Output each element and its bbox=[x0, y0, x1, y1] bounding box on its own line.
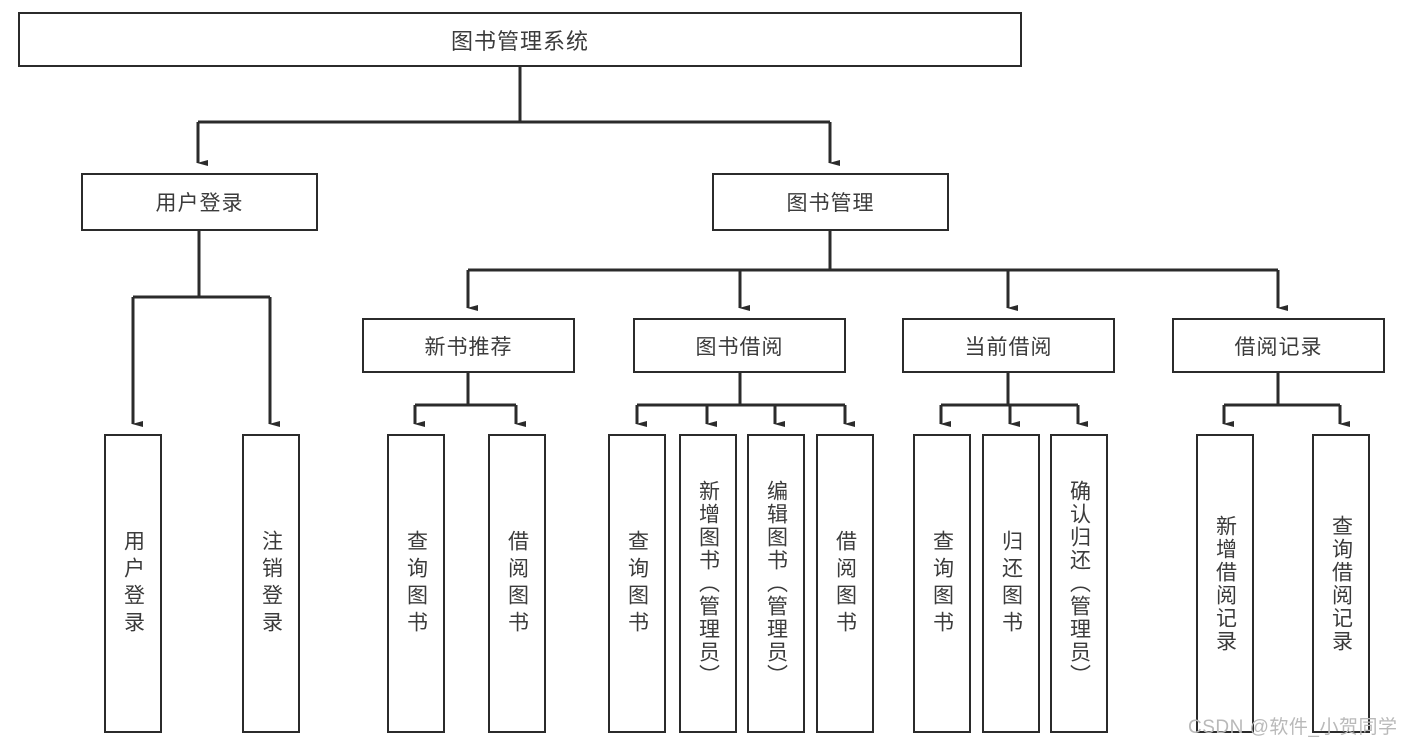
leaf-new-book-borrow[interactable]: 借阅图书 bbox=[488, 434, 546, 733]
node-label: 用户登录 bbox=[121, 529, 145, 638]
node-label: 注销登录 bbox=[259, 529, 283, 638]
node-label: 编辑图书（管理员） bbox=[764, 480, 788, 687]
leaf-book-borrow-add[interactable]: 新增图书（管理员） bbox=[679, 434, 737, 733]
leaf-user-login-logout[interactable]: 注销登录 bbox=[242, 434, 300, 733]
node-label: 当前借阅 bbox=[964, 335, 1053, 359]
node-label: 用户登录 bbox=[155, 192, 244, 215]
leaf-user-login-login[interactable]: 用户登录 bbox=[104, 434, 162, 733]
node-label: 查询图书 bbox=[625, 529, 649, 638]
node-book-management[interactable]: 图书管理 bbox=[712, 173, 949, 231]
node-label: 查询借阅记录 bbox=[1329, 514, 1353, 653]
node-label: 新书推荐 bbox=[424, 335, 513, 359]
node-label: 新增图书（管理员） bbox=[696, 480, 720, 687]
node-new-book-recommend[interactable]: 新书推荐 bbox=[362, 318, 575, 373]
node-label: 图书管理系统 bbox=[450, 28, 589, 54]
node-label: 图书管理 bbox=[786, 192, 875, 215]
csdn-watermark: CSDN @软件_小贺同学 bbox=[1188, 717, 1398, 738]
leaf-book-borrow-query[interactable]: 查询图书 bbox=[608, 434, 666, 733]
node-label: 查询图书 bbox=[404, 529, 428, 638]
node-label: 确认归还（管理员） bbox=[1067, 480, 1091, 687]
node-user-login[interactable]: 用户登录 bbox=[81, 173, 318, 231]
leaf-current-borrow-confirm[interactable]: 确认归还（管理员） bbox=[1050, 434, 1108, 733]
leaf-book-borrow-edit[interactable]: 编辑图书（管理员） bbox=[747, 434, 805, 733]
node-label: 借阅图书 bbox=[833, 529, 857, 638]
leaf-borrow-record-add[interactable]: 新增借阅记录 bbox=[1196, 434, 1254, 733]
leaf-borrow-record-query[interactable]: 查询借阅记录 bbox=[1312, 434, 1370, 733]
node-book-borrow[interactable]: 图书借阅 bbox=[633, 318, 846, 373]
leaf-current-borrow-return[interactable]: 归还图书 bbox=[982, 434, 1040, 733]
node-borrow-record[interactable]: 借阅记录 bbox=[1172, 318, 1385, 373]
node-label: 图书借阅 bbox=[695, 335, 784, 359]
node-current-borrow[interactable]: 当前借阅 bbox=[902, 318, 1115, 373]
leaf-current-borrow-query[interactable]: 查询图书 bbox=[913, 434, 971, 733]
node-label: 归还图书 bbox=[999, 529, 1023, 638]
node-label: 借阅记录 bbox=[1234, 335, 1323, 359]
leaf-new-book-query[interactable]: 查询图书 bbox=[387, 434, 445, 733]
node-root[interactable]: 图书管理系统 bbox=[18, 12, 1022, 67]
leaf-book-borrow-lend[interactable]: 借阅图书 bbox=[816, 434, 874, 733]
node-label: 新增借阅记录 bbox=[1213, 514, 1237, 653]
node-label: 查询图书 bbox=[930, 529, 954, 638]
node-label: 借阅图书 bbox=[505, 529, 529, 638]
